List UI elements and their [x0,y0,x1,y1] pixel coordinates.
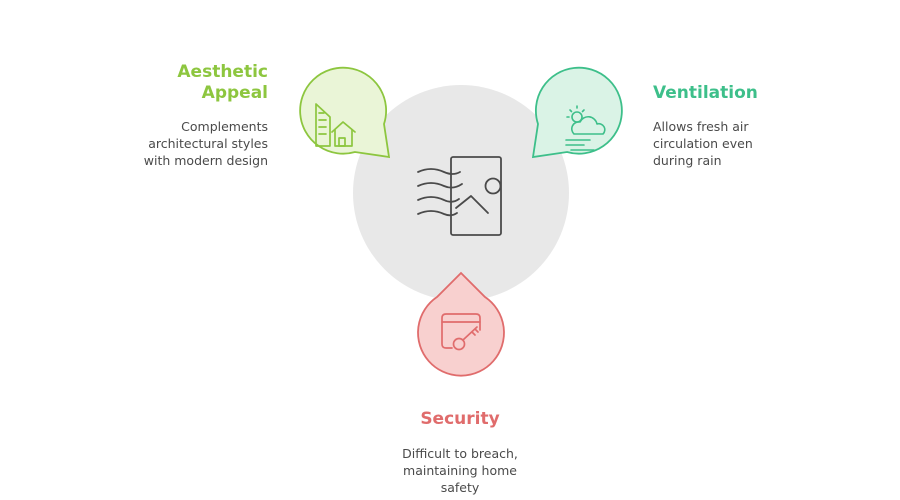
aesthetic-title-line: Aesthetic [177,62,268,82]
ventilation-description: Allows fresh air circulation even during… [653,118,853,169]
security-desc-line: safety [440,480,480,495]
aesthetic-desc-line: with modern design [143,153,268,168]
aesthetic-desc-line: architectural styles [148,136,268,151]
security-desc-line: Difficult to breach, [402,446,518,461]
security-description: Difficult to breach, maintaining home sa… [360,445,560,496]
aesthetic-description: Complements architectural styles with mo… [48,118,268,169]
buildings-house-icon [315,103,356,147]
ventilation-desc-line: during rain [653,153,722,168]
security-desc-line: maintaining home [403,463,517,478]
window-wind-icon [417,156,502,236]
center-hub-circle [353,85,569,301]
security-title: Security [420,409,500,429]
aesthetic-title-line: Appeal [201,83,268,103]
card-key-icon [441,313,481,351]
aesthetic-desc-line: Complements [181,119,268,134]
ventilation-title: Ventilation [653,83,758,103]
sun-cloud-wind-icon [565,105,606,151]
security-pin [417,271,505,377]
ventilation-desc-line: circulation even [653,136,753,151]
ventilation-desc-line: Allows fresh air [653,119,749,134]
aesthetic-title: Aesthetic Appeal [68,62,268,104]
